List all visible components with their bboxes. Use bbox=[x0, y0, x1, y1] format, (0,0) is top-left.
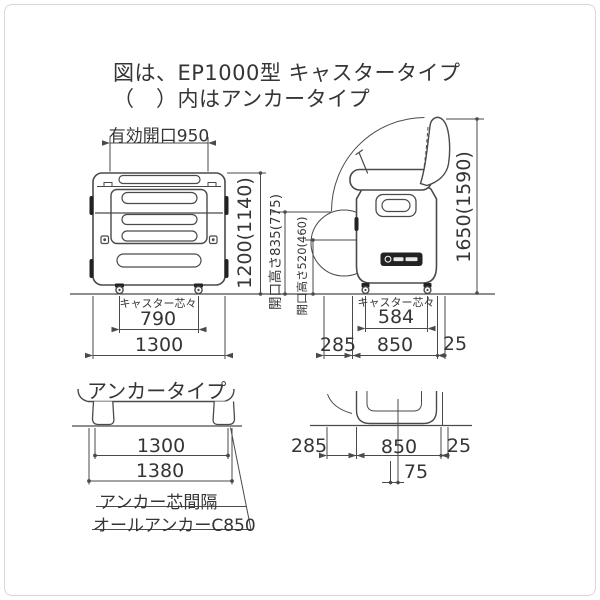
drawing-title: 図は、EP1000型 キャスタータイプ （ ）内はアンカータイプ bbox=[113, 60, 461, 112]
drawing-title-line1: 図は、EP1000型 キャスタータイプ bbox=[113, 61, 461, 85]
front-corner-bumpers bbox=[89, 196, 229, 278]
dim-label-side-height: 1650(1590) bbox=[453, 151, 475, 263]
label-caster-pitch-side: キャスター芯々 bbox=[357, 296, 435, 309]
front-groove-2 bbox=[122, 215, 197, 225]
front-hinge-right-bolt bbox=[211, 238, 215, 242]
anchor-leg-right bbox=[213, 402, 234, 425]
front-view-caster bbox=[89, 173, 229, 294]
dim-label-anchor-depth: 850 bbox=[380, 436, 418, 458]
side-lid-open-hidden-edge bbox=[422, 127, 429, 181]
drawing-title-line2: （ ）内はアンカータイプ bbox=[113, 87, 371, 111]
dim-label-anchor-rear-clearance: 285 bbox=[290, 435, 328, 457]
anchor-side-recess-bottom bbox=[367, 391, 422, 411]
front-hinge-right bbox=[210, 236, 218, 244]
front-hinge-left-bolt bbox=[103, 238, 107, 242]
front-caster-right bbox=[194, 283, 203, 294]
side-lid-handle bbox=[356, 150, 368, 173]
dim-label-opening-height-lower: 開口高さ520(460) bbox=[295, 216, 309, 316]
front-lid-separation bbox=[97, 183, 221, 187]
anchor-front-body-bottom bbox=[78, 389, 234, 402]
dim-label-caster-pitch-front: 790 bbox=[139, 308, 177, 330]
dimension-lines-caster bbox=[85, 117, 484, 359]
anchor-side-body-bottom bbox=[357, 391, 437, 424]
anchor-front-view bbox=[72, 389, 251, 530]
side-view-caster bbox=[311, 117, 450, 293]
side-lid-open bbox=[421, 117, 450, 185]
dim-label-front-clearance: 25 bbox=[442, 333, 468, 355]
side-caster-rear bbox=[362, 283, 370, 293]
side-lid-closed bbox=[350, 170, 432, 191]
side-latch bbox=[354, 217, 359, 231]
anchor-note-line2: オールアンカーC850 bbox=[93, 516, 256, 536]
anchor-side-view bbox=[310, 391, 472, 485]
dim-label-anchor-offset: 75 bbox=[403, 461, 429, 483]
front-groove-1 bbox=[122, 193, 197, 204]
front-door-panel bbox=[111, 190, 207, 244]
dim-label-opening-height-upper: 開口高さ835(775) bbox=[268, 193, 284, 311]
front-hinge-left bbox=[101, 236, 109, 244]
dim-label-anchor-front-clearance: 25 bbox=[446, 435, 472, 457]
front-caster-left bbox=[115, 283, 124, 294]
dim-label-caster-pitch-side: 584 bbox=[377, 306, 415, 328]
dim-label-depth: 850 bbox=[376, 334, 414, 356]
dim-label-rear-clearance: 285 bbox=[319, 334, 357, 356]
dim-label-effective-opening: 有効開口950 bbox=[108, 126, 210, 147]
anchor-side-swing-arc bbox=[328, 394, 353, 414]
label-caster-pitch-front: キャスター芯々 bbox=[119, 297, 197, 310]
dim-label-front-height: 1200(1140) bbox=[234, 177, 256, 289]
note-leader-line bbox=[92, 428, 251, 530]
brand-logo-plate bbox=[380, 252, 423, 266]
anchor-note-line1: アンカー芯間隔 bbox=[99, 493, 218, 513]
dim-label-front-width: 1300 bbox=[134, 334, 184, 356]
front-lid-handle-groove bbox=[119, 176, 200, 184]
anchor-section-heading: アンカータイプ bbox=[87, 379, 227, 403]
anchor-leg-left bbox=[93, 402, 114, 425]
front-groove-4 bbox=[117, 254, 201, 267]
side-lid-swing-arc bbox=[332, 118, 425, 212]
front-groove-3 bbox=[122, 231, 197, 241]
dim-label-anchor-span: 1380 bbox=[135, 460, 185, 482]
dim-label-anchor-width: 1300 bbox=[136, 435, 186, 457]
side-handle-recess-groove bbox=[382, 200, 410, 212]
side-caster-front bbox=[424, 283, 432, 293]
